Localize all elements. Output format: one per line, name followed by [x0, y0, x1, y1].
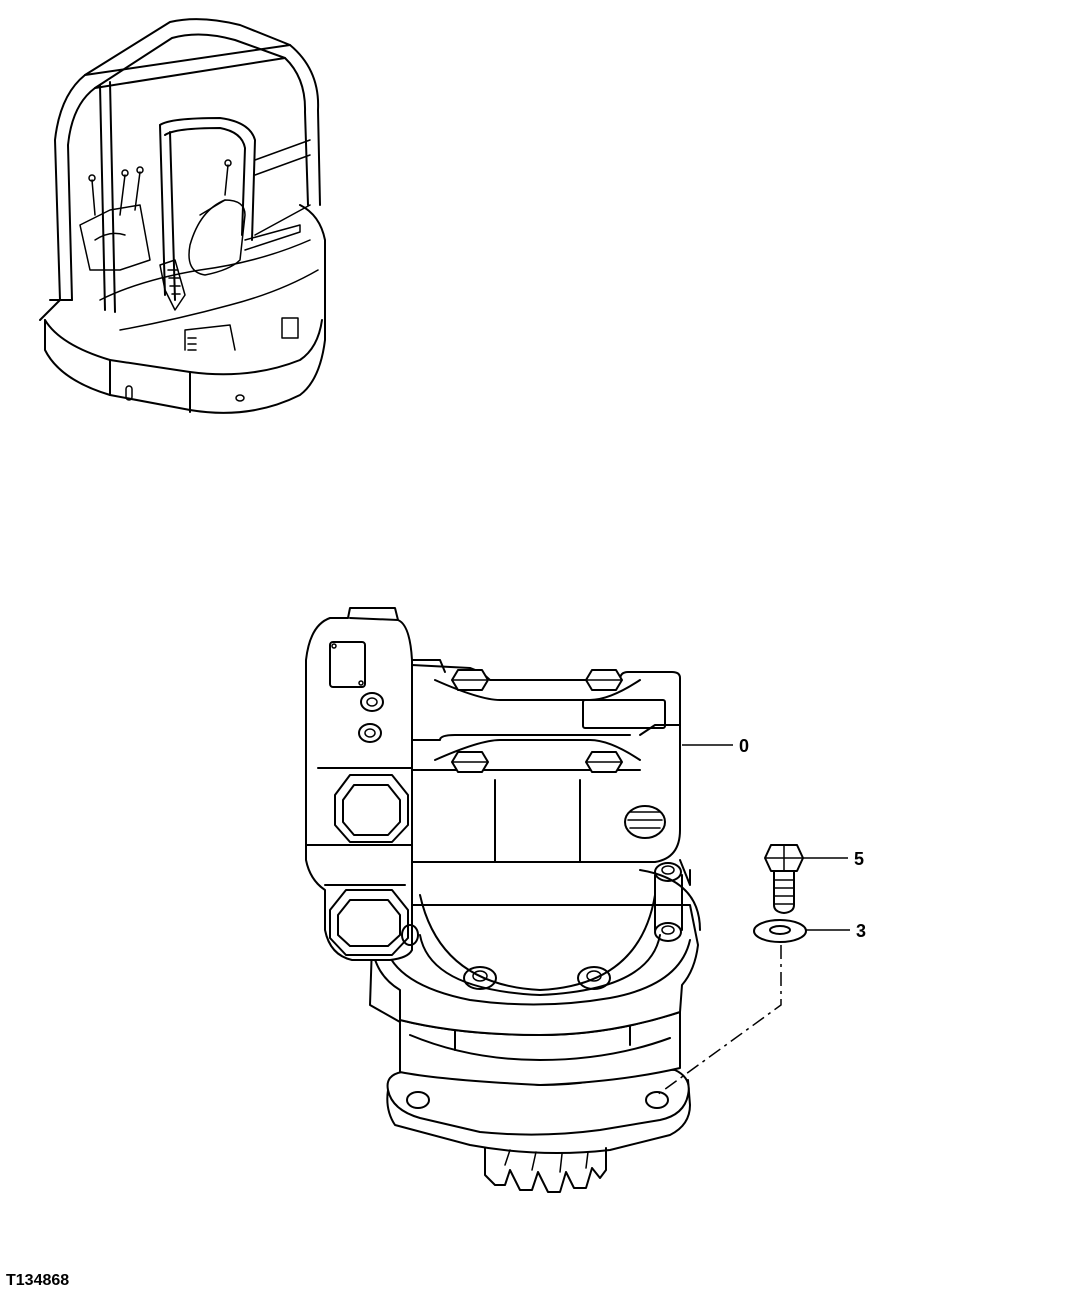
washer-part — [753, 919, 807, 943]
machine-locator-view — [39, 18, 326, 414]
callout-5: 5 — [854, 849, 864, 869]
block-bolts — [451, 669, 623, 773]
callout-0: 0 — [739, 736, 749, 756]
cap-screw-part — [764, 844, 804, 914]
callout-3: 3 — [856, 921, 866, 941]
alignment-line — [656, 945, 782, 1096]
figure-id: T134868 — [6, 1272, 70, 1289]
swing-motor-view — [305, 607, 701, 1193]
